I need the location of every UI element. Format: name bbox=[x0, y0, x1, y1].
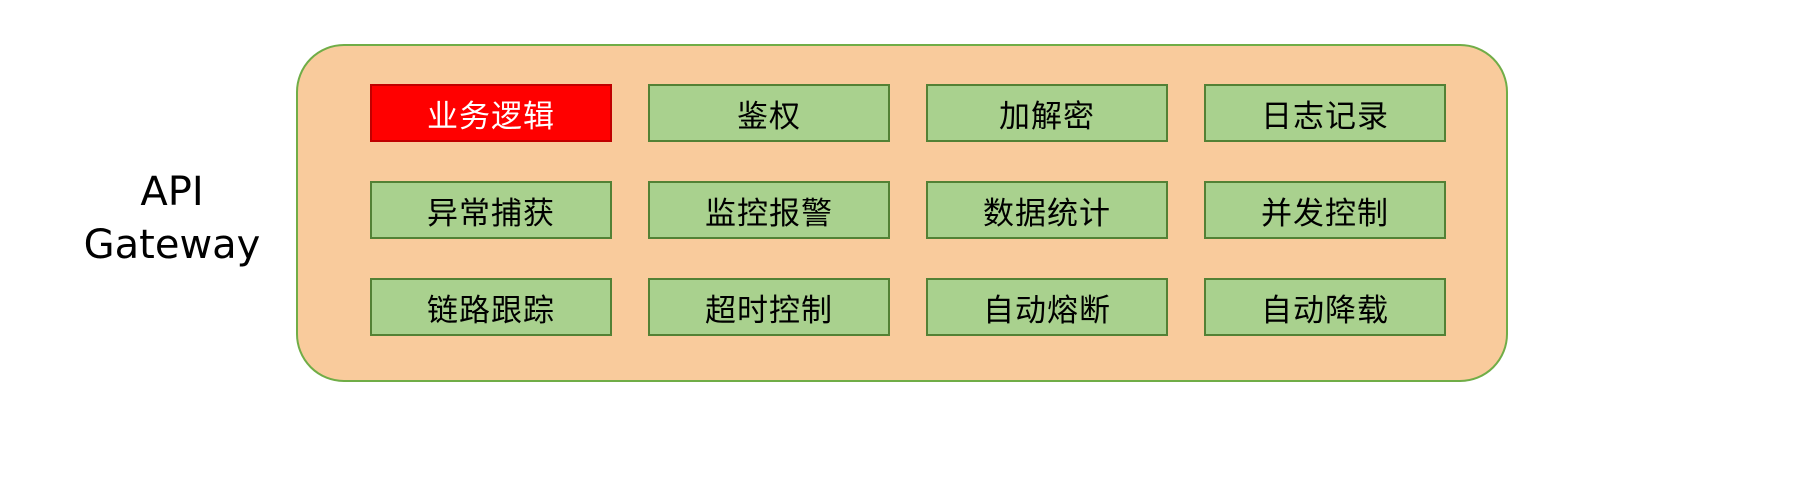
feature-cell: 超时控制 bbox=[648, 278, 890, 336]
api-gateway-label-line1: API bbox=[140, 169, 204, 215]
feature-grid: 业务逻辑 鉴权 加解密 日志记录 异常捕获 监控报警 数据统计 并发控制 链路跟… bbox=[370, 84, 1446, 336]
feature-cell: 异常捕获 bbox=[370, 181, 612, 239]
feature-cell: 自动熔断 bbox=[926, 278, 1168, 336]
feature-cell: 自动降载 bbox=[1204, 278, 1446, 336]
feature-cell: 鉴权 bbox=[648, 84, 890, 142]
feature-cell: 并发控制 bbox=[1204, 181, 1446, 239]
feature-cell: 数据统计 bbox=[926, 181, 1168, 239]
api-gateway-label-line2: Gateway bbox=[83, 221, 261, 268]
api-gateway-label: API Gateway bbox=[52, 166, 292, 272]
feature-cell: 加解密 bbox=[926, 84, 1168, 142]
feature-cell: 链路跟踪 bbox=[370, 278, 612, 336]
feature-cell: 业务逻辑 bbox=[370, 84, 612, 142]
feature-cell: 监控报警 bbox=[648, 181, 890, 239]
feature-cell: 日志记录 bbox=[1204, 84, 1446, 142]
api-gateway-panel: 业务逻辑 鉴权 加解密 日志记录 异常捕获 监控报警 数据统计 并发控制 链路跟… bbox=[296, 44, 1508, 382]
